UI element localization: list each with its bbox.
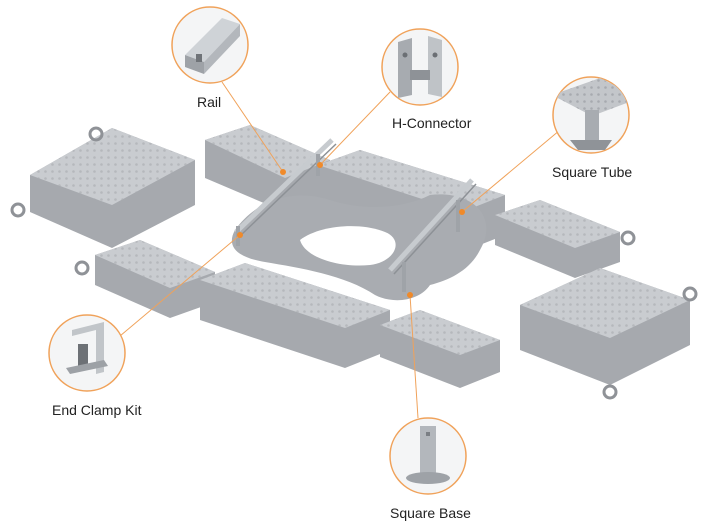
- label-square-tube: Square Tube: [552, 164, 633, 180]
- h-connector-icon: [398, 36, 442, 98]
- square-base-icon: [406, 426, 450, 484]
- callout-rail: [171, 6, 249, 84]
- float-right: [495, 200, 636, 278]
- anchor-dots: [237, 162, 465, 298]
- callout-square-base: [389, 417, 467, 495]
- float-top-middle: [205, 125, 330, 212]
- callout-end-clamp: [48, 314, 126, 392]
- label-square-base: Square Base: [390, 505, 471, 521]
- h-connector-base: [231, 194, 487, 301]
- label-end-clamp: End Clamp Kit: [52, 402, 142, 418]
- rail-profile-icon: [185, 18, 240, 74]
- callout-h-connector: [381, 28, 459, 106]
- label-rail: Rail: [197, 94, 222, 110]
- float-bottom-small: [380, 310, 500, 388]
- float-left: [74, 240, 215, 318]
- float-bottom-middle: [200, 263, 390, 368]
- float-bottom-right: [520, 268, 698, 400]
- label-h-connector: H-Connector: [392, 115, 472, 131]
- leader-lines: [119, 81, 561, 419]
- callout-square-tube: [552, 76, 630, 154]
- end-clamp-icon: [66, 322, 108, 374]
- rail-right: [388, 178, 477, 292]
- float-top-left: [10, 126, 195, 248]
